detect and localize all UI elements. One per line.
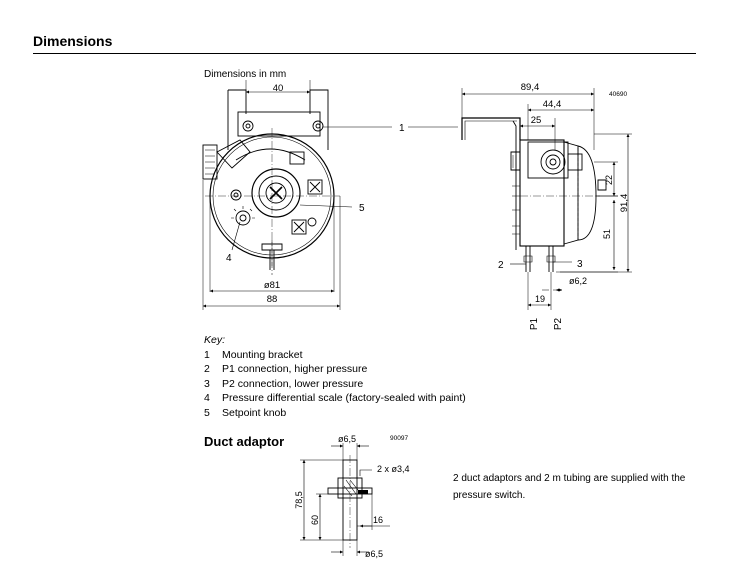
dim-89-4: 89,4 (521, 82, 540, 93)
label-p2: P2 (553, 317, 564, 330)
duct-drawing-no: 90097 (390, 435, 408, 442)
dim-16: 16 (373, 515, 383, 525)
duct-adaptor-note: 2 duct adaptors and 2 m tubing are suppl… (453, 473, 686, 501)
dim-78-5: 78,5 (294, 491, 304, 509)
key-item-number: 2 (204, 363, 210, 376)
callout-2: 2 (498, 260, 504, 271)
key-item: 2 P1 connection, higher pressure (204, 362, 466, 377)
key-item-number: 4 (204, 392, 210, 405)
front-view: 40 ø81 88 1 5 4 (202, 80, 458, 310)
section-title: Dimensions (33, 33, 113, 49)
side-view-drawing-no: 40690 (609, 91, 627, 98)
dim-60: 60 (310, 515, 320, 525)
dim-40: 40 (273, 83, 284, 94)
key-item-text: P1 connection, higher pressure (222, 363, 368, 376)
section-rule (33, 53, 696, 54)
dim-diameter-81: ø81 (264, 280, 280, 291)
key-item: 3 P2 connection, lower pressure (204, 377, 466, 392)
dim-51: 51 (602, 229, 612, 239)
dim-port-6-2: ø6,2 (569, 276, 587, 286)
dim-19: 19 (535, 294, 545, 304)
side-view: 40690 89,4 44,4 25 (461, 82, 632, 330)
callout-4: 4 (226, 253, 232, 264)
callout-3: 3 (577, 259, 583, 270)
dim-44-4: 44,4 (543, 99, 562, 110)
key-item: 1 Mounting bracket (204, 348, 466, 363)
duct-adaptor-title: Duct adaptor (204, 434, 285, 449)
duct-adaptor-drawing: 90097 ø6,5 2 x ø3,4 78,5 60 16 ø6,5 (294, 434, 410, 559)
dim-22: 22 (604, 175, 614, 185)
dim-91-4: 91,4 (619, 194, 630, 213)
key-title: Key: (204, 334, 226, 346)
dim-bottom-dia: ø6,5 (365, 549, 383, 559)
key-item-text: Pressure differential scale (factory-sea… (222, 392, 466, 405)
dimensions-note: Dimensions in mm (204, 69, 287, 80)
key-item-number: 3 (204, 377, 210, 390)
key-legend: Key: 1 Mounting bracket 2 P1 connection, h… (204, 333, 466, 421)
key-item-number: 1 (204, 348, 210, 361)
key-item-text: Mounting bracket (222, 348, 303, 361)
key-item-text: Setpoint knob (222, 406, 287, 419)
dim-holes: 2 x ø3,4 (377, 464, 410, 474)
key-item: 4 Pressure differential scale (factory-se… (204, 391, 466, 406)
dim-88: 88 (267, 294, 278, 305)
label-p1: P1 (529, 317, 540, 330)
key-item: 5 Setpoint knob (204, 406, 466, 421)
callout-1: 1 (399, 123, 405, 134)
dim-25: 25 (531, 115, 542, 126)
dim-top-dia: ø6,5 (338, 434, 356, 444)
key-item-text: P2 connection, lower pressure (222, 377, 364, 390)
key-item-number: 5 (204, 406, 210, 419)
callout-5: 5 (359, 203, 365, 214)
